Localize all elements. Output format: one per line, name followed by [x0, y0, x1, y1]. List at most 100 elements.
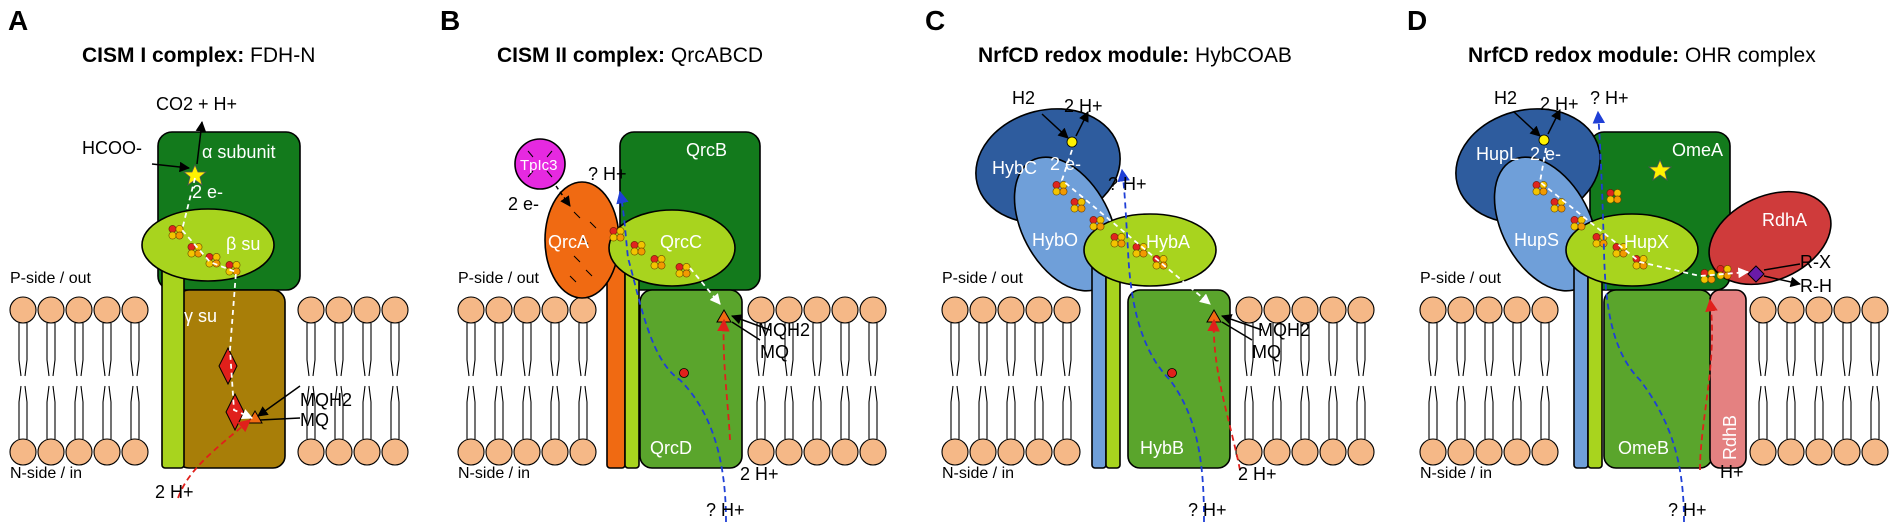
hybb-label: HybB	[1140, 438, 1184, 458]
protons-out-arrow	[1075, 111, 1089, 137]
panel-d: D NrfCD redox module: OHR complex H2 2 H…	[1407, 5, 1832, 523]
h2-arrow	[1041, 113, 1069, 139]
qrca-label: QrcA	[548, 232, 589, 252]
lipid-head	[1531, 296, 1559, 324]
lipid-head	[1833, 296, 1861, 324]
panel-title: CISM I complex: FDH-N	[82, 44, 315, 67]
lipid-tail	[812, 385, 822, 439]
hupx-subunit	[1565, 213, 1699, 287]
qrcd-label: QrcD	[650, 438, 692, 458]
hybc-label: HybC	[992, 158, 1037, 178]
heme-site	[1167, 368, 1177, 378]
h2-label: H2	[1494, 88, 1517, 108]
panel-c: C NrfCD redox module: HybCOAB H2 2 H+ Hy…	[925, 5, 1310, 523]
lipid-head	[859, 296, 887, 324]
rdha-subunit	[1708, 190, 1832, 286]
beta-label: β su	[226, 234, 260, 254]
rh-label: R-H	[1800, 276, 1832, 296]
lipid-tail	[578, 385, 588, 439]
lipid-head	[513, 296, 541, 324]
electron-path	[689, 267, 721, 305]
lipid-head	[1805, 296, 1833, 324]
p-side-label: P-side / out	[1420, 270, 1501, 287]
unknown-proton-in-label: ? H+	[1668, 500, 1707, 520]
lipid-tail	[1814, 385, 1824, 439]
lipid-head	[1025, 438, 1053, 466]
lipid-head	[1777, 296, 1805, 324]
membranes	[9, 296, 1889, 466]
lipid-tail	[46, 323, 56, 377]
protons-out-label: 2 H+	[1064, 96, 1103, 116]
panel-title: NrfCD redox module: HybCOAB	[978, 44, 1292, 67]
proton-path	[717, 318, 731, 441]
lipid-head	[381, 296, 409, 324]
lipid-tail	[1272, 385, 1282, 439]
beta-anchor	[161, 254, 185, 469]
tplc3-label: TpIc3	[520, 157, 558, 174]
lipid-tail	[1484, 323, 1494, 377]
qrcd-subunit	[639, 289, 743, 469]
tplc-hemes	[527, 150, 553, 178]
proton-path	[1207, 318, 1241, 471]
lipid-head	[1053, 296, 1081, 324]
p-side-label: P-side / out	[10, 270, 91, 287]
title-bold: NrfCD redox module:	[978, 44, 1189, 67]
lipid-tail	[784, 323, 794, 377]
rx-label: R-X	[1800, 252, 1831, 272]
lipid-tail	[18, 323, 28, 377]
electrons-label: 2 e-	[192, 182, 223, 202]
unknown-proton-label: ? H+	[1108, 174, 1147, 194]
lipid-tail	[494, 323, 504, 377]
lipid-head	[1419, 296, 1447, 324]
lipid-tail	[1006, 385, 1016, 439]
hybo-label: HybO	[1032, 230, 1078, 250]
lipid-tail	[840, 385, 850, 439]
lipid-tail	[130, 385, 140, 439]
lipid-tail	[1870, 385, 1880, 439]
unknown-proton-path	[1592, 110, 1685, 523]
lipid-tail	[1786, 385, 1796, 439]
panel-letter: D	[1407, 5, 1427, 36]
product-arrow	[195, 120, 207, 165]
lipid-tail	[756, 385, 766, 439]
mqh2-arrow	[1221, 314, 1263, 331]
lipid-tail	[1356, 323, 1366, 377]
lipid-head	[997, 296, 1025, 324]
tplc3-cytochrome	[514, 138, 566, 190]
lipid-head	[941, 296, 969, 324]
electron-path	[181, 177, 253, 419]
heme-site	[679, 368, 689, 378]
proton-path	[177, 419, 251, 499]
title-bold: NrfCD redox module:	[1468, 44, 1679, 67]
panel-b: B CISM II complex: QrcABCD TpIc3 2 e- ? …	[440, 5, 810, 523]
h-plus-label: H+	[1720, 462, 1744, 482]
n-side-label: N-side / in	[458, 465, 530, 482]
lipid-tail	[362, 385, 372, 439]
lipid-head	[513, 438, 541, 466]
lipid-tail	[466, 385, 476, 439]
lipid-tail	[868, 323, 878, 377]
lipid-head	[1419, 438, 1447, 466]
lipid-tail	[1272, 323, 1282, 377]
lipid-tail	[550, 323, 560, 377]
nife-site	[1538, 134, 1550, 146]
title-rest: FDH-N	[250, 44, 315, 67]
lipid-tail	[522, 323, 532, 377]
lipid-head	[1749, 296, 1777, 324]
lipid-tail	[18, 385, 28, 439]
mqh2-arrow	[257, 385, 301, 417]
lipid-head	[1833, 438, 1861, 466]
lipid-tail	[130, 323, 140, 377]
lipid-tail	[1006, 323, 1016, 377]
lipid-head	[485, 438, 513, 466]
gamma-label: γ su	[184, 306, 217, 326]
lipid-tail	[1540, 385, 1550, 439]
lipid-head	[1805, 438, 1833, 466]
nife-site	[1066, 136, 1078, 148]
lipid-tail	[868, 385, 878, 439]
lipid-tail	[1034, 323, 1044, 377]
panel-letter: C	[925, 5, 945, 36]
lipid-tail	[1842, 385, 1852, 439]
lipid-tail	[1758, 385, 1768, 439]
lipid-head	[1291, 438, 1319, 466]
